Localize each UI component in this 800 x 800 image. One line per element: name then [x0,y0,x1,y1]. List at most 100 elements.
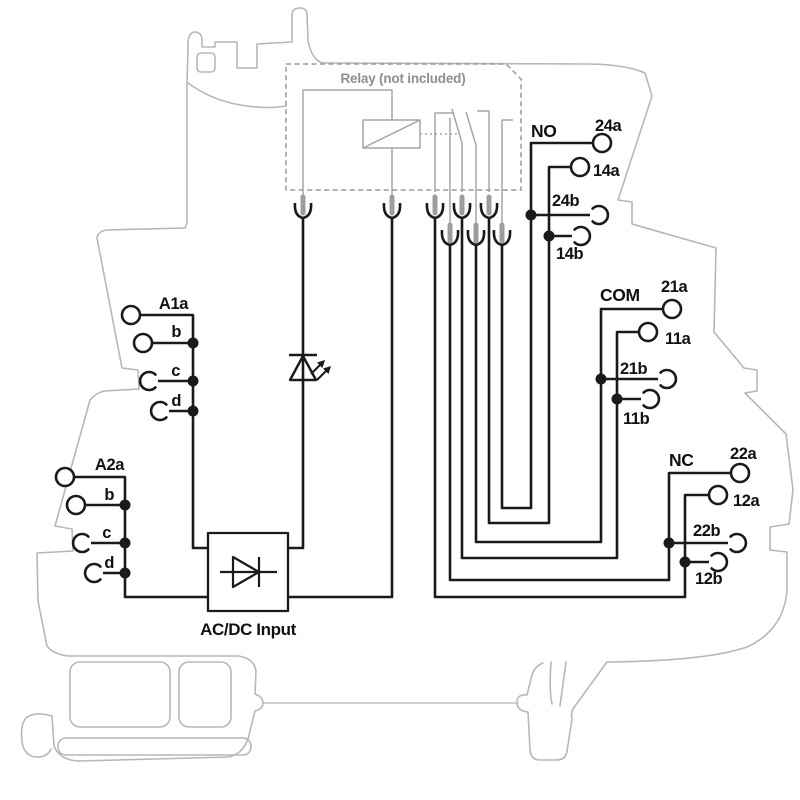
right-foot-latch [516,661,608,761]
terminal-label-a2a: A2a [95,456,125,474]
wire-no-24 [500,141,593,510]
terminal-a1b [132,332,154,354]
housing [20,7,794,762]
junction-dot [119,537,131,549]
terminal-a1c [138,370,157,392]
terminal-label-a1a: A1a [159,295,189,313]
right-foot-latch-detail [549,661,567,707]
terminal-22a [729,462,751,484]
terminal-12b [710,551,729,573]
led-icon [288,353,318,382]
terminal-14a [569,156,591,178]
junction-dot [679,556,691,568]
terminal-label-14a: 14a [593,162,621,180]
terminal-label-12b: 12b [695,570,723,588]
led-arrow-head [317,360,325,368]
terminal-a1d [149,400,168,422]
relay-coil-wire [302,89,393,196]
junction-dot [595,373,607,385]
wire-com-11 [460,218,639,560]
terminal-label-22b: 22b [693,522,721,540]
circuit-wires [74,141,731,599]
terminal-label-a2d: d [104,554,114,572]
group-label-com: COM [600,285,640,305]
terminal-24a [591,132,613,154]
terminal-label-a1c: c [171,362,180,380]
wire-coil-return [288,218,394,599]
terminal-a2a [54,466,76,488]
labels: A1a b c d A2a b c d NO 24a 14a 24b 14b C… [95,117,761,588]
terminal-21a [661,298,683,320]
terminal-label-a2c: c [102,524,111,542]
wire-com-21 [474,245,663,544]
terminal-label-12a: 12a [733,492,761,510]
relay-contact-arm [451,108,463,192]
foot-window [69,661,171,728]
acdc-input-label: AC/DC Input [200,620,296,639]
led-arrow-icon [316,369,328,381]
terminal-label-11a: 11a [665,330,692,348]
relay-not-included: Relay (not included) [285,63,522,244]
junction-dot [611,393,623,405]
relay-contact-symbol [434,112,454,192]
led-arrow-icon [310,363,322,375]
terminal-label-22a: 22a [730,445,758,463]
group-label-no: NO [531,121,556,141]
foot-window [178,661,232,728]
relay-contact-symbol [501,119,513,224]
relay-contact-arm [465,111,477,224]
junction-dot [187,337,199,349]
junction-dots [119,209,691,579]
relay-caption: Relay (not included) [340,71,465,86]
junction-dot [119,567,131,579]
foot-slot [57,737,252,756]
acdc-input-block: AC/DC Input [200,531,297,639]
junction-dot [663,537,675,549]
terminal-a2c [71,532,90,554]
relay-dashed-box [285,63,522,191]
wire-nc-22 [448,245,731,582]
clamp-hole [196,52,216,73]
terminal-label-24a: 24a [595,117,623,135]
junction-dot [525,209,537,221]
clamp-neck-line [187,82,287,109]
junction-dot [187,405,199,417]
terminal-label-21a: 21a [661,278,689,296]
terminal-label-14b: 14b [556,245,584,263]
terminal-24b [591,204,610,226]
terminal-label-24b: 24b [552,192,580,210]
terminal-21b [659,368,678,390]
terminal-label-a1b: b [171,323,181,341]
terminal-label-a2b: b [104,486,114,504]
acdc-input-box [206,531,290,613]
terminals [54,132,751,584]
terminal-a2b [65,494,87,516]
wire-a1-bus [140,313,208,550]
terminal-11a [637,321,659,343]
terminal-label-a1d: d [171,392,181,410]
diode-icon [220,555,277,589]
terminal-14b [573,225,592,247]
terminal-a2d [83,562,102,584]
terminal-label-11b: 11b [623,410,650,428]
housing-outline [36,7,794,663]
terminal-label-21b: 21b [620,360,648,378]
led-arrow-head [323,366,331,374]
group-label-nc: NC [669,450,694,470]
wire-coil-led [288,218,305,550]
terminal-22b [729,532,748,554]
junction-dot [543,230,555,242]
terminal-11b [642,388,661,410]
led-indicator [288,353,331,382]
relay-contact-symbol [477,110,490,192]
relay-coil-diagonal [362,119,421,149]
terminal-a1a [120,304,142,326]
junction-dot [187,375,199,387]
wire-nc-12 [433,218,709,599]
junction-dot [119,499,131,511]
left-foot-hook [20,713,53,758]
wire-a2-bus [74,475,208,599]
terminal-12a [707,484,729,506]
